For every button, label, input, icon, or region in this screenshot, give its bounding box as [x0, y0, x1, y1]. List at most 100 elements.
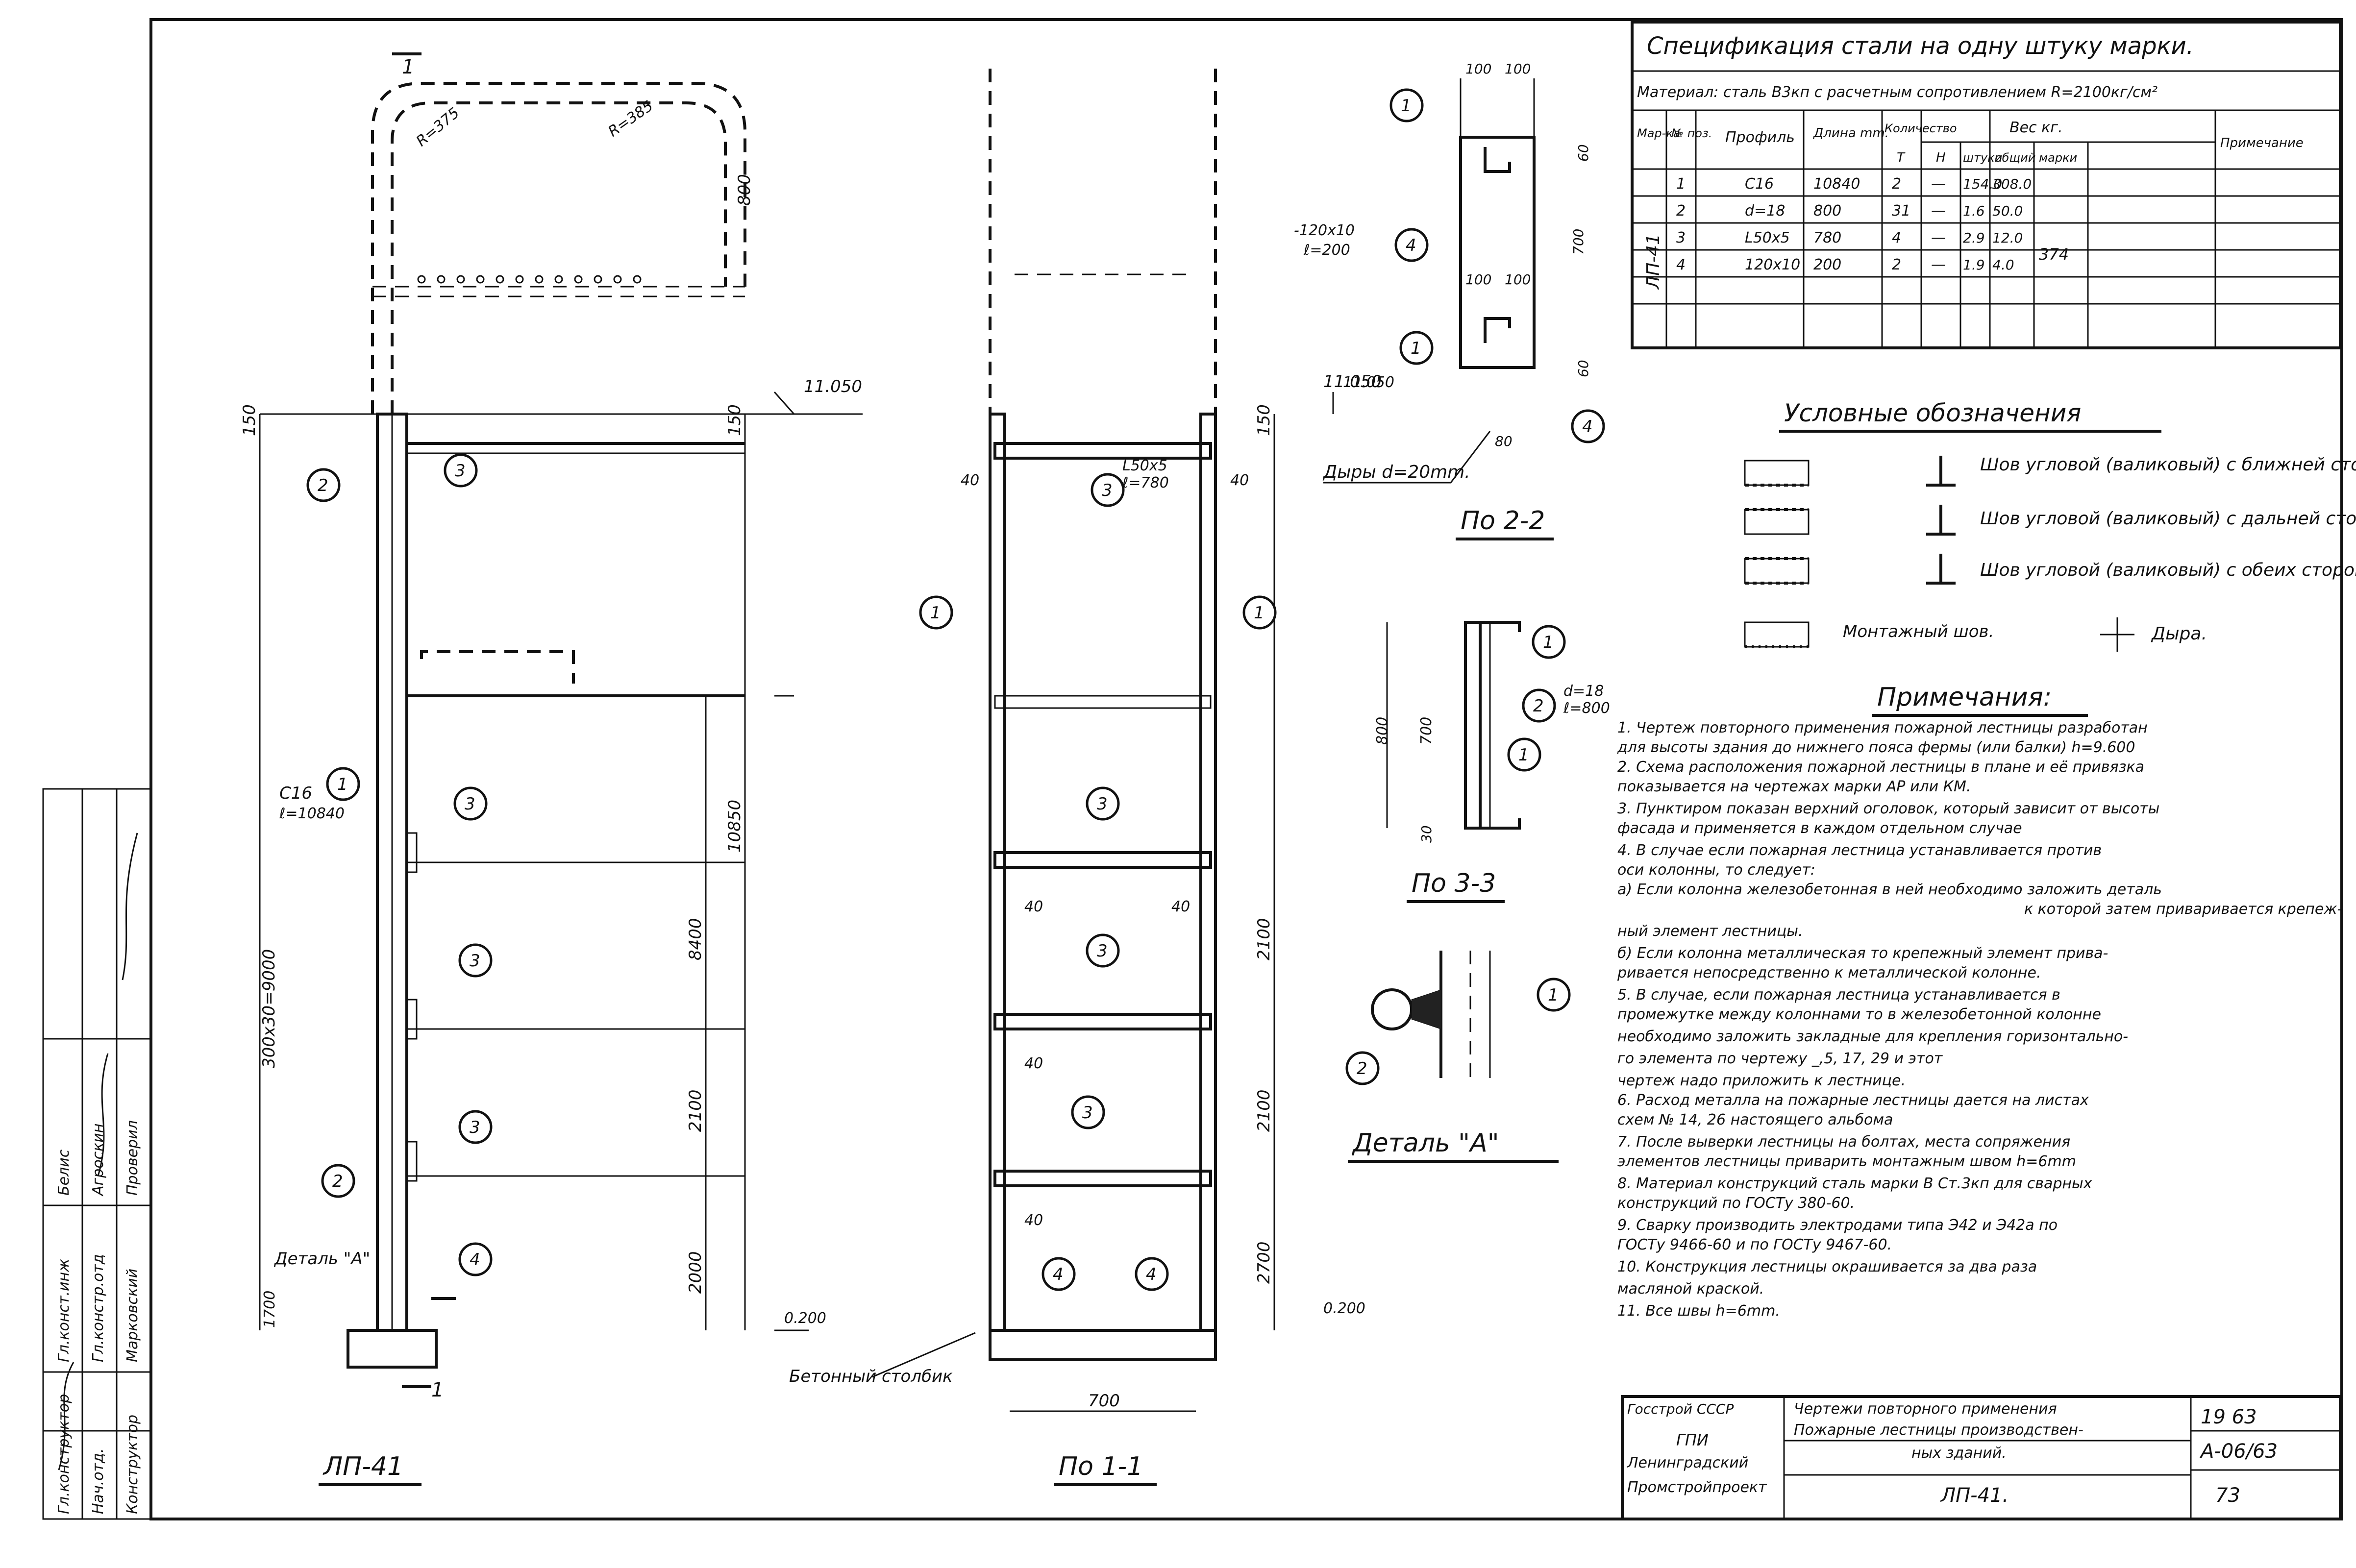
main-dim-150-left: 150 — [240, 404, 259, 436]
note-line: 7. После выверки лестницы на болтах, мес… — [1617, 1133, 2070, 1151]
tb-sheet: 73 — [2215, 1484, 2240, 1507]
s22-callouts: 1 4 1 4 — [1389, 88, 1605, 443]
stamp-role-6: Марковский — [124, 1269, 141, 1362]
sheet-frame — [149, 18, 2343, 1520]
spec-row-2-t: 31 — [1892, 202, 1910, 220]
spec-row-3-piece: 2.9 — [1963, 230, 1985, 246]
s11-callout-4-a: 4 — [1053, 1265, 1064, 1284]
s33-rod-length: ℓ=800 — [1563, 700, 1610, 717]
callout-3-c: 3 — [470, 951, 480, 971]
spec-row-2-piece: 1.6 — [1963, 203, 1985, 219]
s22-holes-label: Дыры d=20mm. — [1322, 462, 1470, 482]
main-c16: C16 — [279, 784, 312, 803]
s11-top-elevation: 11.050 — [1323, 372, 1382, 392]
spec-head-pos: № поз. — [1670, 126, 1712, 140]
spec-row-3-t: 4 — [1892, 229, 1901, 246]
main-dim-150: 150 — [725, 404, 744, 436]
s11-dim-2100a: 2100 — [1254, 918, 1274, 960]
legend-item-2: Шов угловой (валиковый) с дальней сторон… — [1980, 509, 2356, 529]
s11-callout-4-b: 4 — [1146, 1265, 1157, 1284]
note-line: промежутке между колоннами то в железобе… — [1617, 1006, 2101, 1023]
s11-view-title: По 1-1 — [1059, 1452, 1143, 1481]
s22-plate-label: -120x10 — [1294, 222, 1355, 239]
spec-mark: ЛП-41 — [1643, 234, 1663, 290]
s22-dim-700: 700 — [1570, 229, 1587, 255]
spec-head-note: Примечание — [2220, 136, 2304, 150]
detail-a-callouts: 2 1 — [1345, 978, 1571, 1085]
section-1-1-view: 150 2100 2100 2700 11.050 0.200 700 40 4… — [789, 69, 1382, 1486]
stamp-role-3: Нач.отд. — [90, 1448, 107, 1514]
tb-drawing: ЛП-41. — [1940, 1484, 2009, 1507]
legend-item-1: Шов угловой (валиковый) с ближней сторон… — [1980, 455, 2356, 475]
spec-row: 2 d=18 800 31 — 1.6 50.0 — [1676, 202, 2023, 220]
tb-desc1: Чертежи повторного применения — [1794, 1400, 2057, 1418]
stamp-role-7: Проверил — [124, 1120, 141, 1196]
spec-row-3-length: 780 — [1813, 229, 1841, 246]
spec-row-2-profile: d=18 — [1745, 202, 1785, 220]
tb-org2: ГПИ — [1676, 1431, 1709, 1449]
spec-head-length: Длина mm. — [1813, 126, 1889, 141]
callout-3-d: 3 — [470, 1118, 480, 1137]
note-line: элементов лестницы приварить монтажным ш… — [1617, 1153, 2076, 1170]
signature-scribbles — [58, 833, 138, 1470]
note-line: 5. В случае, если пожарная лестница уста… — [1617, 986, 2060, 1004]
main-view-title: ЛП-41 — [322, 1452, 403, 1481]
legend-item-5: Дыра. — [2151, 624, 2207, 644]
spec-row: 3 L50x5 780 4 — 2.9 12.0 — [1676, 229, 2023, 246]
callout-2-a: 2 — [318, 476, 328, 495]
tb-desc2: Пожарные лестницы производствен- — [1794, 1421, 2083, 1439]
s33-dim-700: 700 — [1418, 717, 1435, 745]
s22-callout-1-b: 1 — [1411, 339, 1421, 358]
s22-callout-1-a: 1 — [1401, 96, 1412, 116]
main-dim-steps: 300x30=9000 — [259, 949, 279, 1068]
detail-a-ref: Деталь "А" — [273, 1249, 370, 1269]
note-line: схем № 14, 26 настоящего альбома — [1617, 1111, 1893, 1128]
s11-callout-1-a: 1 — [930, 603, 941, 623]
notes-block: Примечания: 1. Чертеж повторного примене… — [1617, 683, 2342, 1320]
spec-row: 4 120x10 200 2 — 1.9 4.0 — [1676, 256, 2014, 273]
s22-dim-100b: 100 — [1505, 61, 1531, 77]
title-block: Госстрой СССР ГПИ Ленинградский Промстро… — [1621, 1395, 2342, 1520]
main-r375: R=375 — [413, 104, 463, 150]
main-bottom-elevation: 0.200 — [784, 1310, 826, 1327]
s11-callout-3-c: 3 — [1097, 941, 1108, 961]
s11-dim-2700: 2700 — [1254, 1241, 1274, 1284]
spec-row-1-total: 308.0 — [1992, 176, 2032, 192]
s22-top-elevation: 11.050 — [1343, 374, 1394, 391]
s11-angle-label: L50x5 — [1122, 457, 1167, 474]
s11-angle-length: ℓ=780 — [1122, 474, 1169, 491]
tb-desc3: ных зданий. — [1911, 1445, 2007, 1462]
spec-row: 1 C16 10840 2 — 154.0 308.0 — [1676, 175, 2032, 193]
spec-row-1-t: 2 — [1892, 175, 1901, 193]
tb-org3: Ленинградский — [1627, 1454, 1748, 1471]
detail-callout-1: 1 — [1548, 985, 1559, 1005]
spec-row-1-piece: 154.0 — [1963, 176, 2002, 192]
section-mark-bottom: 1 — [431, 1379, 444, 1401]
s11-dim-40-b: 40 — [1230, 472, 1249, 489]
s33-callout-1-b: 1 — [1518, 745, 1529, 765]
s11-dim-40-d: 40 — [1171, 898, 1190, 915]
s11-dim-2100b: 2100 — [1254, 1089, 1274, 1132]
callout-1-a: 1 — [337, 775, 348, 794]
spec-row-4-total: 4.0 — [1992, 257, 2014, 273]
note-line: 3. Пунктиром показан верхний оголовок, к… — [1617, 800, 2159, 817]
s11-callout-3-a: 3 — [1102, 481, 1113, 500]
stamp-role-4: Гл.констр.отд — [90, 1254, 107, 1362]
legend-item-4: Монтажный шов. — [1843, 622, 1994, 641]
notes-title: Примечания: — [1877, 683, 2052, 712]
s33-callout-1-a: 1 — [1543, 633, 1554, 652]
note-line: ный элемент лестницы. — [1617, 923, 1803, 940]
s22-dim-100a: 100 — [1465, 61, 1491, 77]
spec-row-2-length: 800 — [1813, 202, 1841, 220]
legend-item-3: Шов угловой (валиковый) с обеих сторон. — [1980, 560, 2356, 580]
spec-row-4-n: — — [1931, 256, 1946, 273]
s11-dim-40-c: 40 — [1024, 898, 1043, 915]
s11-dim-150: 150 — [1254, 404, 1274, 436]
note-line: фасада и применяется в каждом отдельном … — [1617, 820, 2022, 837]
main-length: ℓ=10840 — [279, 805, 345, 822]
section-2-2-view: 100 100 100 100 700 60 60 80 -120x10 ℓ=2… — [1294, 61, 1591, 540]
tb-org4: Промстройпроект — [1627, 1479, 1767, 1496]
note-line: 9. Сварку производить электродами типа Э… — [1617, 1217, 2058, 1234]
s22-callout-4-b: 4 — [1582, 417, 1593, 437]
detail-a-view: Деталь "А" — [1348, 951, 1559, 1163]
